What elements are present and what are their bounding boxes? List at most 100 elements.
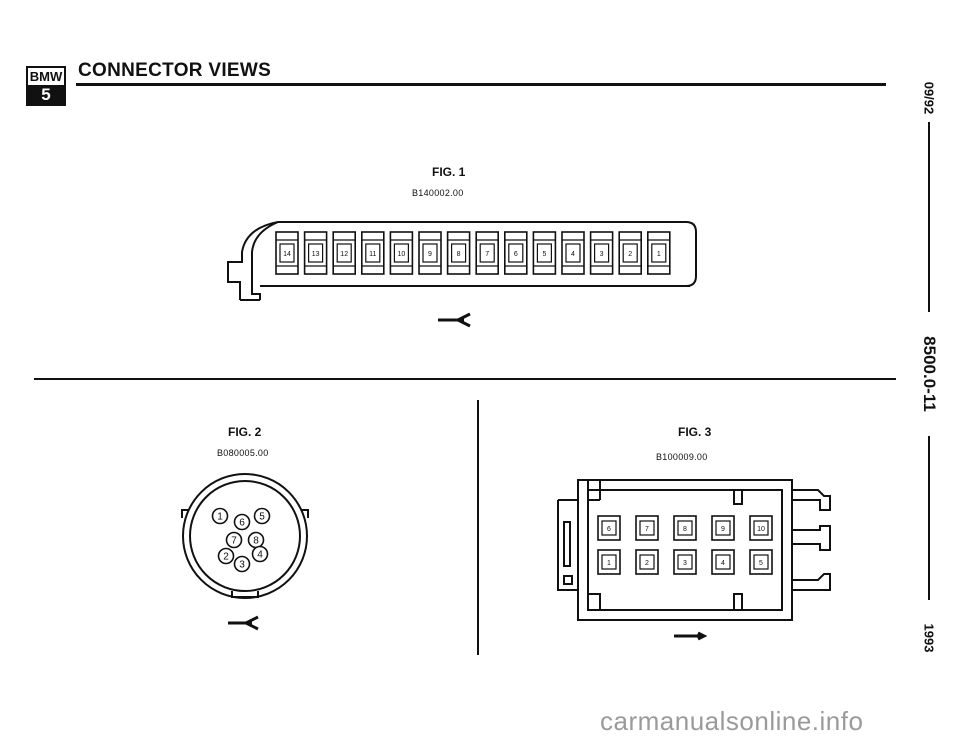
fig1-pin: 1 [646, 231, 671, 275]
column-divider [477, 400, 479, 655]
fig1-pin-label: 2 [628, 251, 632, 258]
fig2-pin: 8 [247, 531, 265, 549]
fig1-pin-label: 6 [514, 251, 518, 258]
fig3-top-right-notch [733, 490, 743, 505]
watermark-text: carmanualsonline.info [600, 706, 864, 736]
fig3-left-flange [557, 499, 578, 591]
fig1-pin: 8 [446, 231, 471, 275]
fig1-pin-label: 13 [312, 251, 320, 258]
fig3-rectangular-connector: 6 7 8 9 10 1 2 3 4 5 [557, 479, 831, 621]
fig1-pin-label: 10 [398, 251, 406, 258]
fig3-pin-label: 9 [721, 526, 725, 533]
fig2-pin-label: 2 [223, 552, 229, 563]
fig1-pin: 2 [618, 231, 643, 275]
fig3-pin-grid: 6 7 8 9 10 1 2 3 4 5 [597, 515, 773, 575]
side-date: 09/92 [921, 81, 937, 115]
fig2-pin: 7 [225, 531, 243, 549]
fig3-right-latch-top [792, 489, 831, 511]
fig2-title: FIG. 2 [228, 425, 262, 439]
fig3-pin-label: 8 [683, 526, 687, 533]
side-rule-upper [928, 122, 930, 312]
side-rule-lower [928, 436, 930, 600]
fig3-right-latch-mid [792, 525, 831, 551]
fig1-pin: 3 [589, 231, 614, 275]
fig1-pin-label: 8 [457, 251, 461, 258]
logo-brand-text: BMW [29, 69, 63, 84]
fig3-pin: 9 [711, 515, 735, 541]
fig2-pin-label: 1 [217, 512, 223, 523]
fig3-bottom-notches [588, 593, 743, 610]
fig1-connector-latch-outer [227, 221, 279, 300]
fig1-pin: 14 [275, 231, 299, 275]
fig3-pin-label: 10 [757, 526, 765, 533]
fig1-pin-label: 12 [340, 251, 348, 258]
fig2-pin: 2 [217, 547, 235, 565]
fig2-key-right [302, 509, 309, 518]
fig1-pin-label: 5 [542, 251, 546, 258]
fig1-pin: 5 [532, 231, 557, 275]
fig1-pin-label: 1 [657, 251, 661, 258]
fig1-connector-housing [278, 221, 697, 287]
fig2-pin-label: 7 [231, 536, 237, 547]
fig1-pin: 13 [303, 231, 328, 275]
fig2-pin-label: 6 [239, 518, 245, 529]
fig2-outer-shell [182, 473, 308, 599]
fig3-pin: 1 [597, 549, 621, 575]
fig3-pin-label: 2 [645, 560, 649, 567]
fig1-pin-label: 4 [571, 251, 575, 258]
fig1-pin: 9 [418, 231, 442, 275]
fig1-pin-row: 14 13 12 11 10 9 8 7 6 5 4 3 2 1 [275, 231, 671, 275]
fig2-key-bottom [231, 591, 259, 598]
fig3-pin-label: 5 [759, 560, 763, 567]
fig2-inner-shell [189, 480, 301, 592]
fig2-pin: 6 [233, 513, 251, 531]
fig3-housing-outer [577, 479, 793, 621]
fig1-pin-label: 9 [428, 251, 432, 258]
side-page-number: 8500.0-11 [920, 336, 939, 412]
fig2-code: B080005.00 [217, 448, 269, 458]
side-margin: 09/92 8500.0-11 1993 [912, 40, 946, 660]
fig1-pin-label: 7 [485, 251, 489, 258]
fig3-right-latch-bottom [792, 573, 831, 591]
fig2-key-left [181, 509, 188, 518]
logo-series-text: 5 [28, 85, 64, 104]
fig2-pin-label: 3 [239, 560, 245, 571]
fig1-pin-label: 3 [600, 251, 604, 258]
fig3-housing-inner [587, 489, 783, 611]
fig1-connector-latch-inner [251, 221, 279, 300]
fig1-code: B140002.00 [412, 188, 464, 198]
fig3-left-tab [563, 575, 573, 585]
fig3-pin: 10 [749, 515, 773, 541]
fig3-pin: 5 [749, 549, 773, 575]
fig2-view-direction-arrow [228, 615, 259, 631]
side-year: 1993 [921, 623, 937, 653]
fig3-left-slot [563, 521, 571, 567]
fig3-pin-label: 7 [645, 526, 649, 533]
fig1-pin: 10 [389, 231, 414, 275]
fig3-title: FIG. 3 [678, 425, 712, 439]
fig1-connector-diagram: 14 13 12 11 10 9 8 7 6 5 4 3 2 1 [227, 221, 697, 301]
fig3-pin: 4 [711, 549, 735, 575]
fig3-top-left-notch [587, 480, 601, 501]
fig1-pin-label: 14 [283, 251, 291, 258]
fig3-pin: 7 [635, 515, 659, 541]
fig1-pin: 11 [361, 231, 385, 275]
fig1-pin: 6 [503, 231, 528, 275]
bmw-5-logo: BMW 5 [26, 66, 66, 106]
fig2-pin: 3 [233, 555, 251, 573]
fig3-view-direction-arrow [674, 631, 708, 641]
fig3-pin: 6 [597, 515, 621, 541]
fig1-pin: 12 [332, 231, 356, 275]
fig2-pin: 1 [211, 507, 229, 525]
fig3-pin-label: 6 [607, 526, 611, 533]
fig3-pin-label: 3 [683, 560, 687, 567]
fig3-pin-label: 1 [607, 560, 611, 567]
fig1-pin: 4 [561, 231, 585, 275]
fig2-pin-label: 5 [259, 512, 265, 523]
header-divider [76, 83, 886, 86]
fig2-pin: 5 [253, 507, 271, 525]
fig1-title: FIG. 1 [432, 165, 466, 179]
section-divider [34, 378, 896, 380]
